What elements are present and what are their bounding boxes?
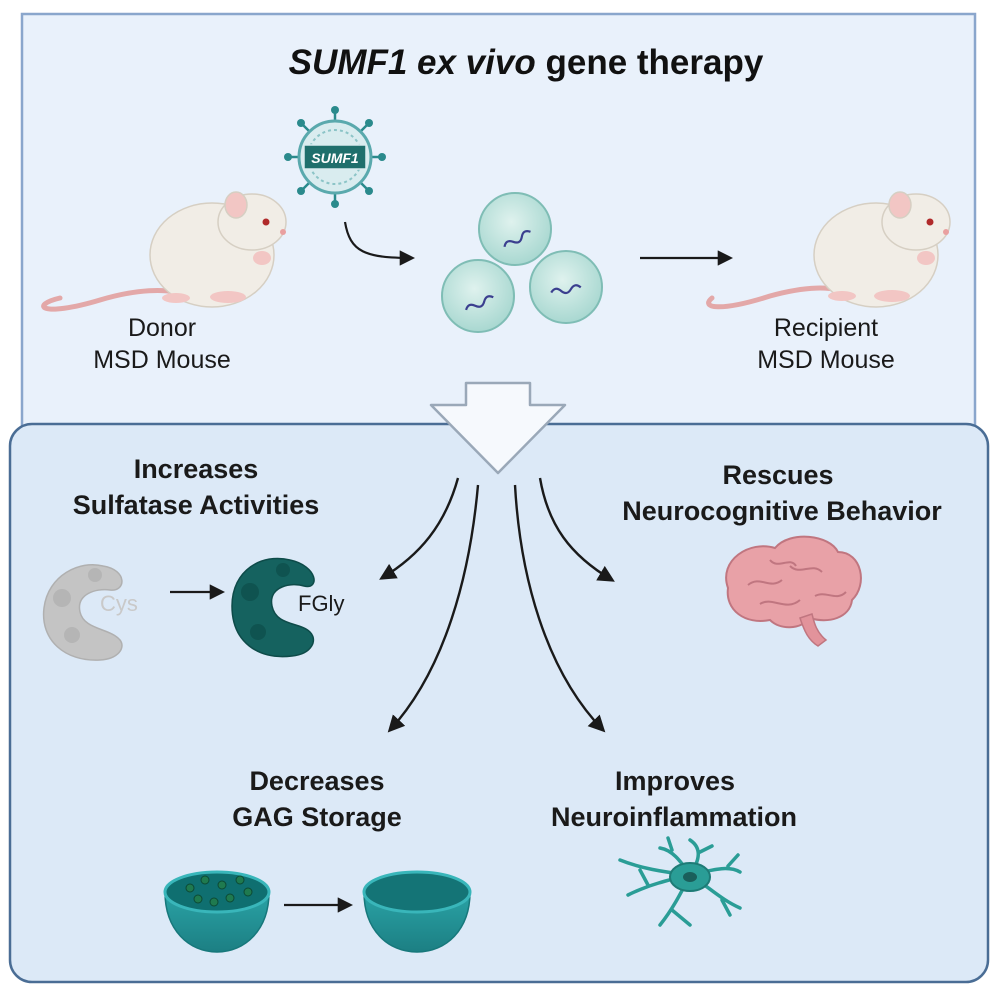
arrow-to-sulfatase-icon xyxy=(379,477,460,580)
arrow-to-gag-icon xyxy=(387,484,480,733)
outcome-down-arrow-icon xyxy=(429,381,567,475)
empty-bowl-icon xyxy=(362,870,472,953)
gag-heading-line1: Decreases xyxy=(249,766,384,796)
microglia-icon xyxy=(618,836,742,927)
donor-mouse-icon xyxy=(41,191,287,312)
arrow-to-inflammation-icon xyxy=(513,484,606,733)
behavior-heading-line2: Neurocognitive Behavior xyxy=(622,496,942,526)
sulfatase-heading-line1: Increases xyxy=(134,454,259,484)
title-gene: SUMF1 xyxy=(289,43,408,82)
cell-icon xyxy=(478,192,552,266)
behavior-heading-line1: Rescues xyxy=(722,460,833,490)
inflammation-heading-line2: Neuroinflammation xyxy=(551,802,797,832)
virus-icon: SUMF1 xyxy=(284,106,386,208)
gag-heading-line2: GAG Storage xyxy=(232,802,402,832)
title-method: ex vivo xyxy=(417,43,536,82)
recipient-label-line2: MSD Mouse xyxy=(757,346,895,374)
active-enzyme-icon xyxy=(231,557,315,658)
virus-label: SUMF1 xyxy=(311,150,359,166)
sulfatase-heading-line2: Sulfatase Activities xyxy=(73,490,320,520)
inflammation-heading-line1: Improves xyxy=(615,766,735,796)
cell-icon xyxy=(529,250,603,324)
brain-icon xyxy=(725,535,862,647)
cell-icon xyxy=(441,259,515,333)
donor-label-line1: Donor xyxy=(128,314,196,342)
arrow-to-behavior-icon xyxy=(538,477,615,582)
transduction-arrow-icon xyxy=(343,221,416,266)
recipient-mouse-icon xyxy=(706,191,951,310)
title-rest: gene therapy xyxy=(545,43,763,82)
donor-label-line2: MSD Mouse xyxy=(93,346,231,374)
cys-label: Cys xyxy=(100,591,138,616)
figure-title: SUMF1 ex vivo gene therapy xyxy=(289,43,764,82)
inactive-enzyme-icon xyxy=(42,564,123,661)
bowl-with-gag-icon xyxy=(163,870,271,953)
fgly-label: FGly xyxy=(298,591,344,616)
recipient-label-line1: Recipient xyxy=(774,314,878,342)
